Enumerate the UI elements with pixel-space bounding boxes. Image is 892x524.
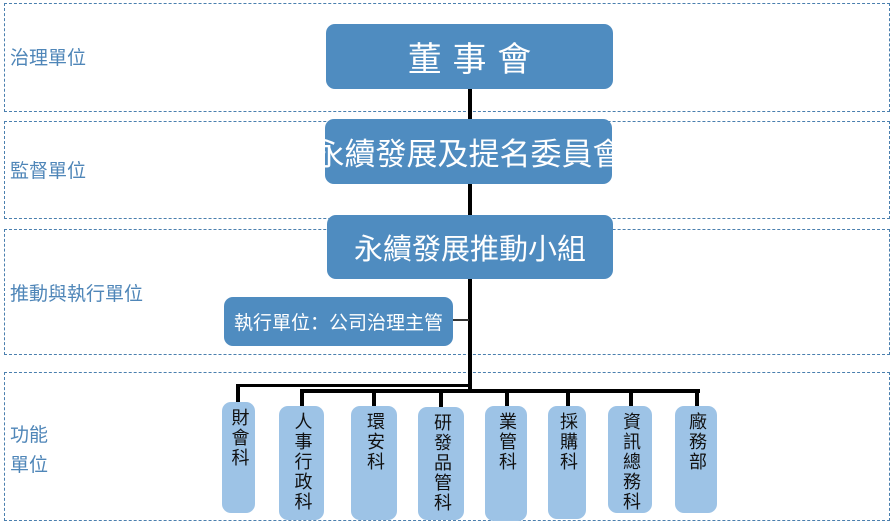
- dept-business-mgmt-label: 業管科: [496, 412, 517, 472]
- dept-hr-admin: 人事行政科: [279, 406, 324, 520]
- band-functional: [4, 372, 890, 521]
- dept-it-general-affairs: 資訊總務科: [608, 406, 652, 513]
- dept-rd-qa-label: 研發品管科: [431, 413, 452, 513]
- stub-dept-1: [236, 384, 240, 402]
- connector-board-committee: [468, 89, 472, 119]
- dept-factory-affairs-label: 廠務部: [686, 412, 707, 472]
- node-task-force-label: 永續發展推動小組: [353, 232, 586, 266]
- dept-finance: 財會科: [222, 402, 255, 513]
- band-label-functional-line2: 單位: [10, 454, 49, 476]
- dept-factory-affairs: 廠務部: [675, 406, 717, 513]
- dept-env-safety-label: 環安科: [364, 412, 385, 472]
- dept-business-mgmt: 業管科: [485, 406, 527, 521]
- node-executor-label: 執行單位：公司治理主管: [233, 312, 443, 334]
- node-executor: 執行單位：公司治理主管: [224, 297, 453, 346]
- stub-dept-8: [695, 390, 699, 407]
- stub-dept-3: [372, 390, 376, 407]
- dept-it-general-affairs-label: 資訊總務科: [620, 412, 641, 512]
- stub-dept-7: [629, 390, 633, 407]
- connector-taskforce-departments: [468, 279, 472, 391]
- band-label-functional-line1: 功能: [10, 424, 49, 446]
- band-label-supervision: 監督單位: [10, 160, 87, 182]
- stub-dept-6: [566, 390, 570, 407]
- connector-executor: [453, 319, 469, 321]
- stub-dept-4: [439, 390, 443, 407]
- department-bus-main: [300, 389, 700, 393]
- node-board-label: 董 事 會: [407, 40, 532, 80]
- node-board: 董 事 會: [326, 24, 613, 89]
- node-task-force: 永續發展推動小組: [327, 215, 613, 279]
- band-label-governance: 治理單位: [10, 47, 87, 69]
- node-committee-label: 永續發展及提名委員會: [313, 137, 624, 173]
- dept-procurement: 採購科: [548, 406, 586, 519]
- dept-rd-qa: 研發品管科: [418, 407, 464, 520]
- band-governance: [4, 3, 890, 112]
- dept-hr-admin-label: 人事行政科: [291, 412, 313, 512]
- stub-dept-2: [300, 390, 304, 407]
- dept-env-safety: 環安科: [351, 406, 397, 520]
- node-committee: 永續發展及提名委員會: [314, 119, 624, 184]
- department-bus-left: [236, 384, 472, 387]
- stub-dept-5: [505, 390, 509, 407]
- connector-committee-taskforce: [468, 184, 472, 216]
- dept-procurement-label: 採購科: [557, 412, 578, 472]
- dept-finance-label: 財會科: [228, 408, 250, 468]
- band-label-promotion-execution: 推動與執行單位: [10, 283, 144, 305]
